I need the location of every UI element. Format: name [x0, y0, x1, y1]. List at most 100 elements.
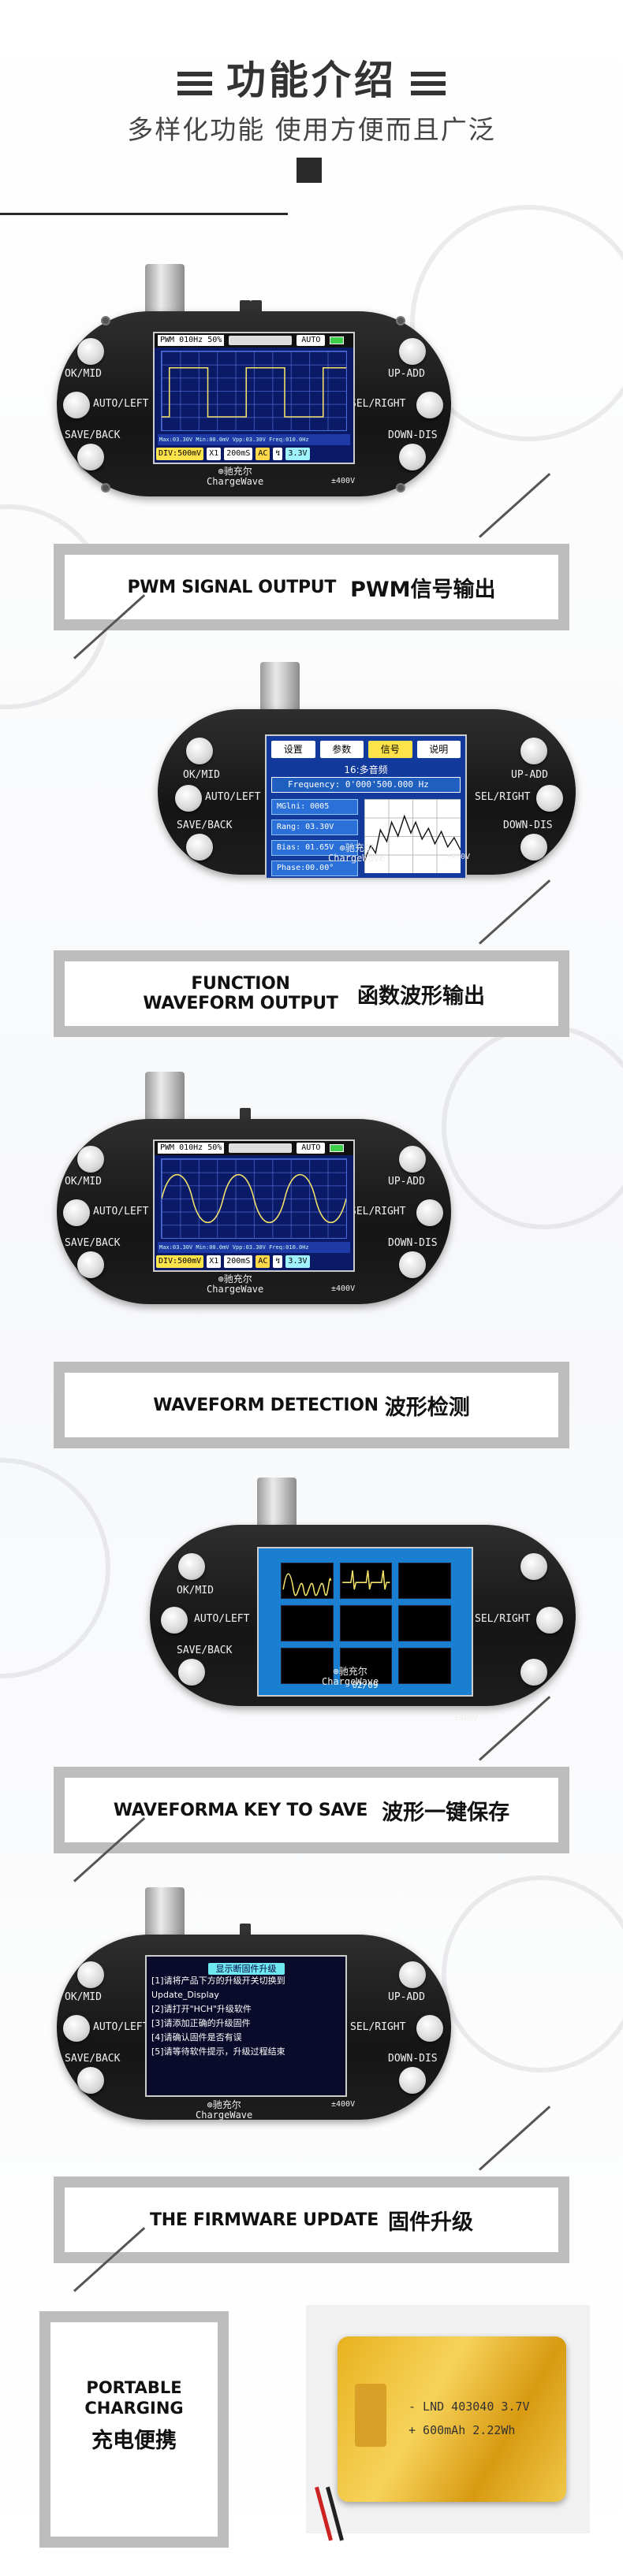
- saved-wave-slot[interactable]: [281, 1563, 334, 1599]
- save-back-button[interactable]: [77, 444, 104, 470]
- ok-mid-label: OK/MID: [183, 769, 220, 781]
- div-value[interactable]: DIV:500mV: [156, 448, 204, 460]
- down-dis-button[interactable]: [399, 2067, 426, 2094]
- saved-wave-slot[interactable]: [339, 1605, 393, 1641]
- sel-right-button[interactable]: [416, 1199, 443, 1226]
- saved-wave-slot[interactable]: [398, 1605, 451, 1641]
- ok-mid-button[interactable]: [186, 738, 213, 764]
- caption-frame: [54, 2176, 569, 2263]
- caption-en: THE FIRMWARE UPDATE: [150, 2210, 379, 2230]
- caption-en: FUNCTION WAVEFORM OUTPUT: [143, 974, 338, 1013]
- frequency-field[interactable]: Frequency: 0'000'500.000 Hz: [271, 777, 461, 793]
- down-dis-button[interactable]: [399, 444, 426, 470]
- trigger-level[interactable]: 3.3V: [285, 448, 310, 460]
- voltage-rating: ±400V: [331, 477, 356, 485]
- sine-waveform: [162, 1174, 346, 1223]
- caption-detection: WAVEFORM DETECTION 波形检测: [54, 1362, 569, 1448]
- caption-function-wave: FUNCTION WAVEFORM OUTPUT 函数波形输出: [54, 879, 569, 1037]
- ok-mid-button[interactable]: [77, 338, 104, 365]
- saved-wave-slot[interactable]: [281, 1605, 334, 1641]
- divider: [0, 213, 288, 215]
- probe-multiplier[interactable]: X1: [207, 448, 222, 460]
- battery-icon: [330, 1144, 345, 1152]
- up-add-button[interactable]: [399, 1961, 426, 1988]
- save-back-label: SAVE/BACK: [177, 820, 233, 831]
- trigger-edge-icon[interactable]: ↯: [273, 448, 283, 460]
- decor-slash: [478, 879, 551, 945]
- screen-bottom-bar: DIV:500mV X1 200mS AC ↯ 3.3V: [156, 447, 352, 461]
- trigger-edge-icon[interactable]: ↯: [273, 1255, 283, 1268]
- up-add-button[interactable]: [399, 338, 426, 365]
- auto-left-button[interactable]: [175, 785, 202, 812]
- square-marker: [297, 158, 322, 183]
- auto-left-button[interactable]: [161, 1607, 188, 1634]
- tab-settings[interactable]: 设置: [271, 741, 315, 758]
- sel-right-button[interactable]: [536, 785, 563, 812]
- saved-wave-slot[interactable]: [339, 1648, 393, 1684]
- battery-tab: [355, 2384, 386, 2447]
- caption-cn: 固件升级: [388, 2210, 473, 2235]
- down-dis-button[interactable]: [520, 1659, 547, 1686]
- coupling-mode[interactable]: AC: [256, 1255, 270, 1268]
- tab-params[interactable]: 参数: [319, 741, 364, 758]
- down-dis-button[interactable]: [520, 834, 547, 861]
- param-field[interactable]: MGlni: 0005: [271, 799, 358, 815]
- caption-line: CHARGING: [84, 2399, 184, 2418]
- caption-text: FUNCTION WAVEFORM OUTPUT 函数波形输出: [65, 961, 558, 1026]
- caption-text: WAVEFORMA KEY TO SAVE 波形一键保存: [65, 1778, 558, 1842]
- tab-signal[interactable]: 信号: [368, 741, 412, 758]
- battery-caption-text: PORTABLE CHARGING 充电便携: [62, 2377, 207, 2454]
- saved-wave-slot[interactable]: [398, 1648, 451, 1684]
- caption-frame: [54, 1767, 569, 1853]
- sel-right-button[interactable]: [416, 2015, 443, 2042]
- scope-grid: [161, 1158, 347, 1239]
- param-field[interactable]: Bias: 01.65V: [271, 840, 358, 856]
- timebase[interactable]: 200mS: [224, 448, 253, 460]
- trigger-level[interactable]: 3.3V: [285, 1255, 310, 1268]
- up-add-button[interactable]: [520, 1553, 547, 1580]
- probe-multiplier[interactable]: X1: [207, 1255, 222, 1268]
- coupling-mode[interactable]: AC: [256, 448, 270, 460]
- saved-wave-slot[interactable]: [281, 1648, 334, 1684]
- caption-pwm: PWM SIGNAL OUTPUT PWM信号输出: [54, 473, 569, 660]
- ok-mid-button[interactable]: [77, 1961, 104, 1988]
- up-add-button[interactable]: [520, 738, 547, 764]
- auto-left-button[interactable]: [63, 2015, 90, 2042]
- save-back-button[interactable]: [77, 2067, 104, 2094]
- battery-caption: PORTABLE CHARGING 充电便携: [39, 2311, 229, 2548]
- caption-text: PWM SIGNAL OUTPUT PWM信号输出: [65, 555, 558, 619]
- caption-en: WAVEFORMA KEY TO SAVE: [113, 1800, 368, 1820]
- saved-wave-slot[interactable]: [339, 1563, 393, 1599]
- save-back-label: SAVE/BACK: [177, 1645, 233, 1656]
- div-value[interactable]: DIV:500mV: [156, 1255, 204, 1268]
- ok-mid-button[interactable]: [178, 1553, 205, 1580]
- brand-logo: ⊕驰充尔 ChargeWave: [196, 2100, 252, 2121]
- param-field[interactable]: Phase:00.00°: [271, 861, 358, 876]
- sel-right-button[interactable]: [416, 392, 443, 418]
- instruction-line: Update_Display: [151, 1990, 219, 2000]
- save-back-label: SAVE/BACK: [65, 2053, 121, 2065]
- function-gen-screen: 设置 参数 信号 说明 16:多音频 Frequency: 0'000'500.…: [265, 734, 467, 879]
- save-back-button[interactable]: [186, 834, 213, 861]
- saved-wave-slot[interactable]: [398, 1563, 451, 1599]
- instruction-line: [1]请将产品下方的升级开关切换到: [151, 1976, 285, 1986]
- save-back-button[interactable]: [178, 1659, 205, 1686]
- ok-mid-button[interactable]: [77, 1146, 104, 1173]
- title-text: 功能介绍: [226, 58, 397, 103]
- tab-help[interactable]: 说明: [416, 741, 461, 758]
- saved-wave-thumbnail: [341, 1570, 390, 1590]
- up-add-button[interactable]: [399, 1146, 426, 1173]
- save-back-button[interactable]: [77, 1251, 104, 1278]
- down-dis-button[interactable]: [399, 1251, 426, 1278]
- brand-en: ChargeWave: [196, 2109, 253, 2121]
- sel-right-button[interactable]: [536, 1607, 563, 1634]
- param-field[interactable]: Rang: 03.30V: [271, 820, 358, 835]
- auto-left-button[interactable]: [63, 1199, 90, 1226]
- down-dis-label: DOWN-DIS: [388, 2053, 438, 2065]
- menu-bars-icon: [411, 71, 446, 95]
- brand-logo: ⊕驰充尔 ChargeWave: [322, 1667, 379, 1687]
- saved-waves-screen: 02/09: [257, 1547, 473, 1697]
- auto-left-button[interactable]: [63, 392, 90, 418]
- timebase[interactable]: 200mS: [224, 1255, 253, 1268]
